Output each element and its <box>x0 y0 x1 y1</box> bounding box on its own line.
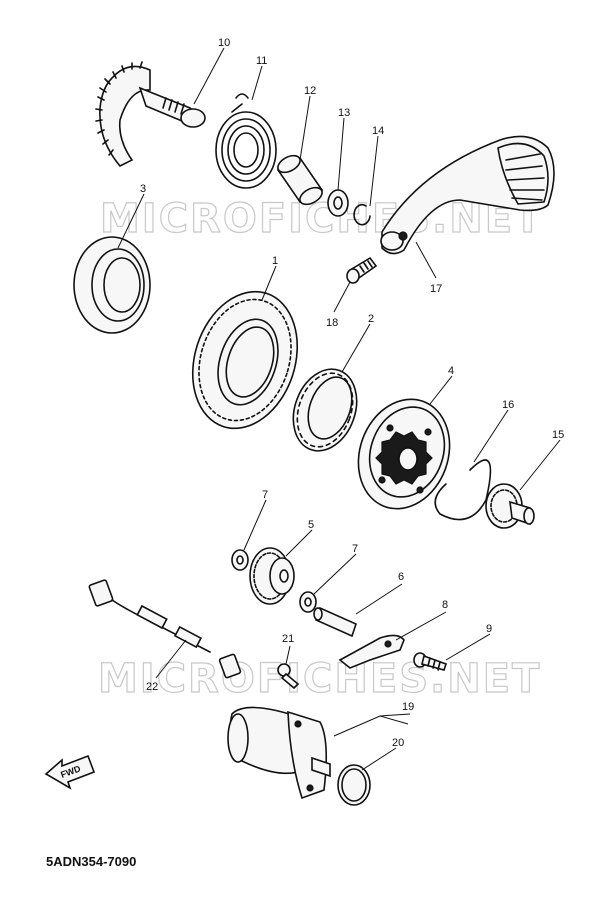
part-19-starter-motor <box>227 706 331 800</box>
callout-6: 6 <box>398 571 404 583</box>
part-5-idle-gear <box>249 547 295 605</box>
callout-19: 19 <box>402 701 414 713</box>
callout-21: 21 <box>282 633 294 645</box>
callout-18: 18 <box>326 317 338 329</box>
fwd-arrow-icon: FWD <box>44 754 96 790</box>
part-6-shaft <box>313 606 357 638</box>
callout-22: 22 <box>146 681 158 693</box>
callout-10: 10 <box>218 37 230 49</box>
part-7-washer-a <box>231 549 249 571</box>
callout-15: 15 <box>552 429 564 441</box>
part-15-idle-gear <box>485 483 535 529</box>
part-4-one-way-clutch <box>357 398 451 510</box>
part-3-oil-seal <box>73 236 151 334</box>
part-14-circlip <box>353 203 371 226</box>
part-2-needle-bearing <box>292 368 358 452</box>
part-18-bolt <box>346 256 378 284</box>
part-16-circlip <box>434 459 492 521</box>
part-20-o-ring <box>337 764 371 806</box>
part-13-washer <box>327 189 349 217</box>
callout-20: 20 <box>392 737 404 749</box>
callout-13: 13 <box>338 107 350 119</box>
callout-numbers: 10 11 12 13 14 3 17 18 1 2 4 16 15 7 5 7… <box>140 37 564 749</box>
part-12-collar <box>276 154 324 206</box>
part-11-torsion-spring <box>215 93 277 189</box>
part-8-stopper <box>338 634 405 669</box>
callout-14: 14 <box>372 125 384 137</box>
callout-8: 8 <box>442 599 448 611</box>
callout-2: 2 <box>368 313 374 325</box>
callout-3: 3 <box>140 183 146 195</box>
part-9-screw <box>413 652 448 671</box>
part-22-wire-lead <box>88 579 242 679</box>
callout-4: 4 <box>448 365 454 377</box>
callout-9: 9 <box>486 623 492 635</box>
callout-7b: 7 <box>352 543 358 555</box>
diagram-code: 5ADN354-7090 <box>46 854 136 869</box>
callout-5: 5 <box>308 519 314 531</box>
leader-lines <box>117 47 561 771</box>
callout-17: 17 <box>430 283 442 295</box>
part-17-kick-crank <box>380 135 555 255</box>
callout-1: 1 <box>272 255 278 267</box>
part-10-kick-axle <box>95 61 206 167</box>
part-21-bolt <box>277 663 300 690</box>
callout-12: 12 <box>304 85 316 97</box>
part-7-washer-b <box>299 591 317 613</box>
callout-11: 11 <box>256 55 267 67</box>
part-1-starter-wheel-gear <box>191 290 299 430</box>
watermark-bottom: MICROFICHES.NET <box>98 656 541 702</box>
watermark-top: MICROFICHES.NET <box>100 196 543 242</box>
callout-16: 16 <box>502 399 514 411</box>
callout-7a: 7 <box>262 489 268 501</box>
